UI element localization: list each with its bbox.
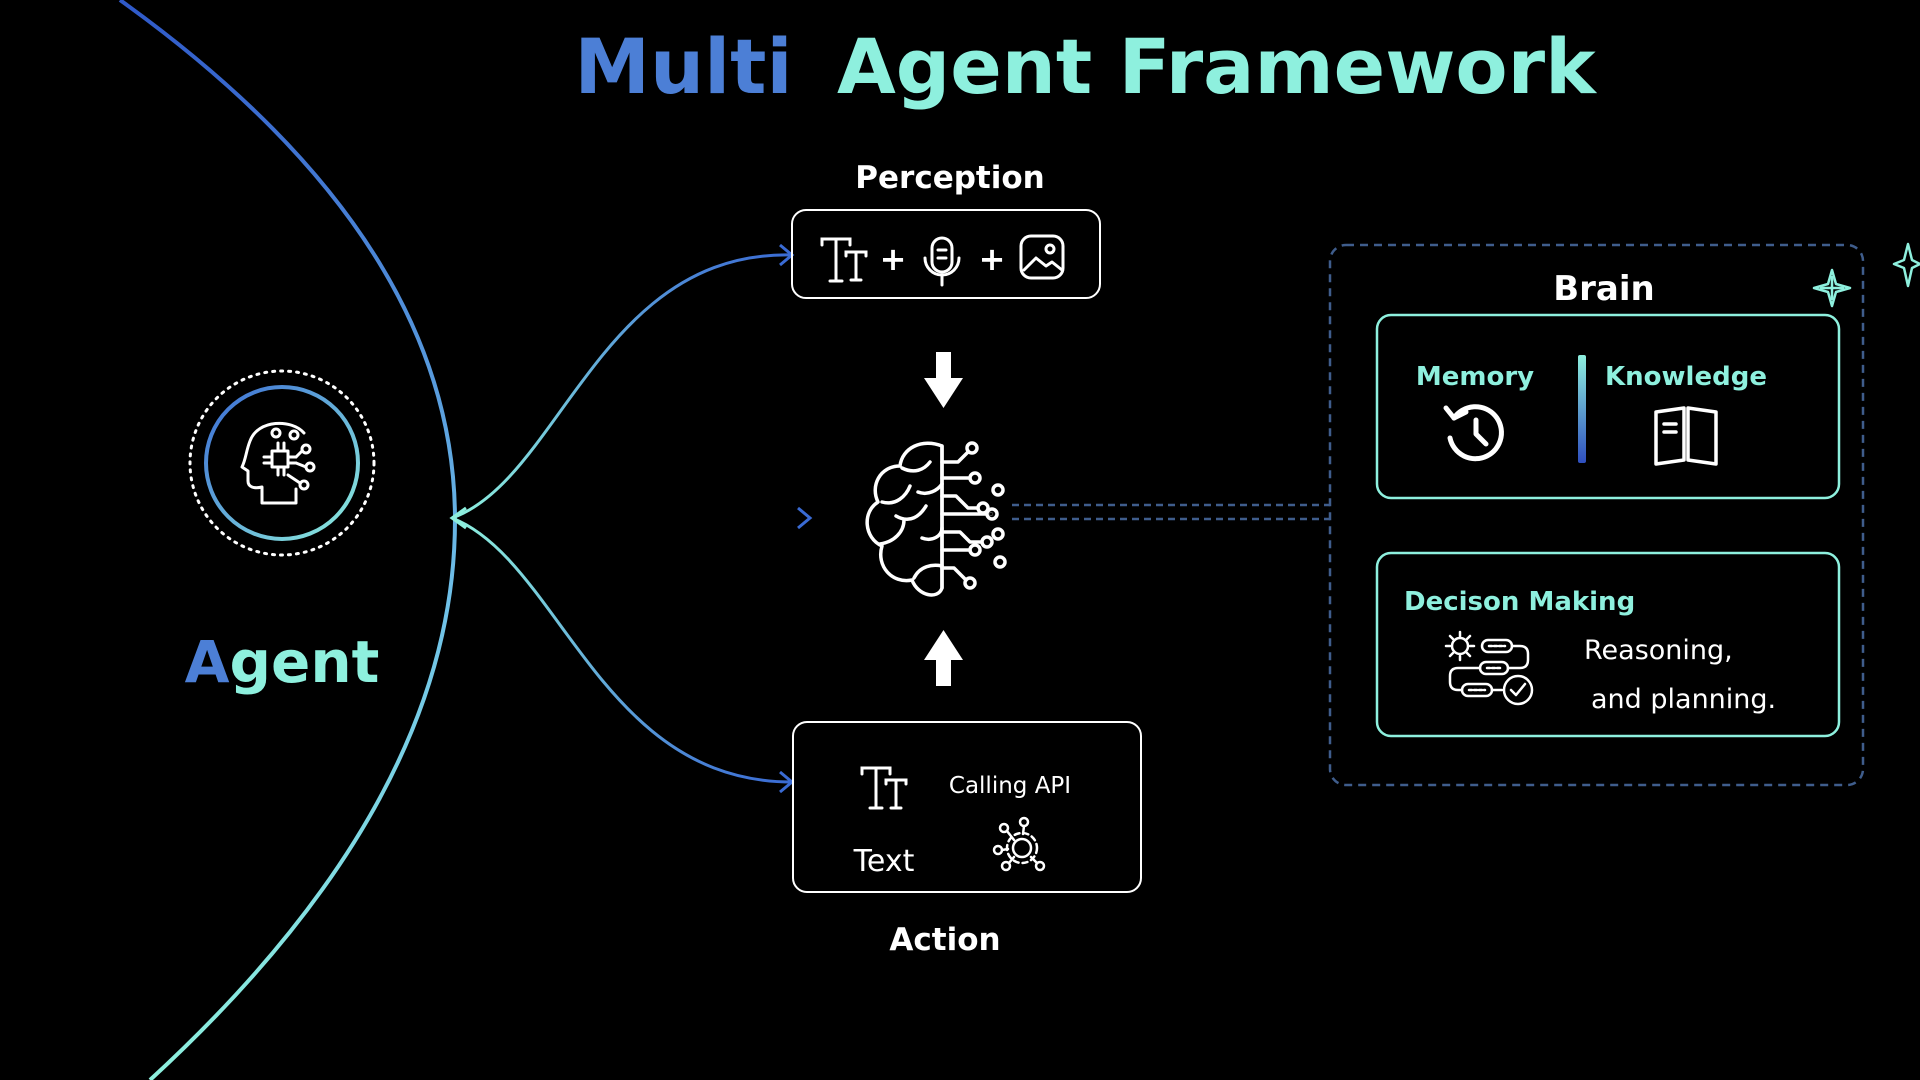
- decision-line-1: Reasoning,: [1584, 635, 1733, 666]
- action-text-label: Text: [853, 844, 915, 879]
- history-icon: [1443, 404, 1504, 462]
- brain-panel: [1328, 243, 1865, 787]
- book-icon: [1654, 406, 1718, 466]
- arrowhead-agent: [449, 506, 467, 530]
- brain-panel-connector: [1012, 503, 1330, 521]
- memory-label: Memory: [1416, 362, 1534, 392]
- decision-line-2: and planning.: [1591, 684, 1776, 715]
- plus-sign-1: +: [880, 240, 907, 278]
- text-icon: [820, 237, 868, 283]
- title-part-2: Agent Framework: [837, 22, 1597, 111]
- agent-avatar: [188, 369, 376, 557]
- microphone-icon: [923, 236, 961, 287]
- action-box: [792, 721, 1142, 893]
- image-icon: [1019, 234, 1065, 280]
- page-title: Multi Agent Framework: [574, 22, 1597, 111]
- agent-label: Agent: [185, 628, 380, 696]
- perception-box: [791, 209, 1101, 299]
- connector-to-perception: [451, 253, 793, 520]
- action-text-icon: [860, 766, 908, 810]
- title-part-1: Multi: [574, 22, 792, 111]
- brain-circuit-icon: [865, 441, 1007, 597]
- perception-label: Perception: [855, 160, 1044, 196]
- action-calling-api-label: Calling API: [949, 773, 1071, 799]
- plus-sign-2: +: [979, 240, 1006, 278]
- decision-making-card: [1375, 551, 1841, 738]
- sparkle-icon: [1812, 268, 1852, 308]
- sparkle-icon-2: [1892, 242, 1920, 288]
- arrowhead-brain: [797, 506, 813, 530]
- memory-knowledge-divider: [1578, 355, 1586, 463]
- arrow-up-icon: [924, 630, 963, 686]
- agent-ring: [204, 385, 360, 541]
- agent-head-circuit-icon: [240, 421, 316, 505]
- agent-label-rest: gent: [230, 628, 380, 696]
- agent-label-first: A: [185, 628, 230, 696]
- connector-to-action: [451, 516, 793, 784]
- memory-knowledge-card: [1375, 313, 1841, 500]
- agent-dotted-ring: [188, 369, 376, 557]
- knowledge-label: Knowledge: [1605, 362, 1767, 392]
- decision-making-label: Decison Making: [1404, 587, 1635, 617]
- arrow-down-icon: [924, 352, 963, 408]
- action-label: Action: [889, 922, 1000, 958]
- brain-label: Brain: [1553, 269, 1655, 309]
- api-network-icon: [992, 816, 1046, 872]
- workflow-gear-icon: [1444, 630, 1534, 706]
